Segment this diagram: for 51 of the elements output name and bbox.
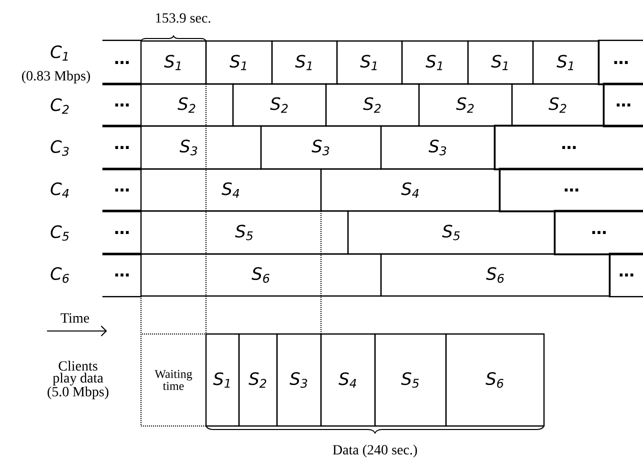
segment-cell: S$_{1}$ xyxy=(467,40,534,85)
segment-cell: S$_{4}$ xyxy=(320,333,376,427)
channel-label: C$_{3}$ xyxy=(50,140,69,156)
channel-label: C$_{5}$ xyxy=(50,225,69,241)
ellipsis-cell: … xyxy=(494,124,643,170)
row-label: Clients play data (5.0 Mbps) xyxy=(48,360,108,400)
ellipsis-cell: … xyxy=(602,82,643,128)
ellipsis-cell: … xyxy=(102,210,142,256)
segment-cell: S$_{1}$ xyxy=(205,40,273,85)
ellipsis-cell: … xyxy=(598,40,643,86)
segment-cell: S$_{1}$ xyxy=(336,40,403,85)
segment-cell: S$_{3}$ xyxy=(276,333,322,427)
ellipsis-cell: … xyxy=(608,252,643,298)
duration-label: 153.9 sec. xyxy=(156,13,210,23)
segment-cell: S$_{2}$ xyxy=(511,83,605,127)
ellipsis-cell: … xyxy=(102,40,142,86)
bandwidth-label: (0.83 Mbps) xyxy=(22,70,90,84)
segment-cell: S$_{2}$ xyxy=(140,83,234,127)
axis-label: Time xyxy=(60,313,90,323)
ellipsis-cell: … xyxy=(554,210,643,256)
segment-cell: S$_{4}$ xyxy=(320,168,501,212)
segment-cell: S$_{5}$ xyxy=(374,333,447,427)
segment-cell: S$_{3}$ xyxy=(140,125,262,170)
segment-cell: S$_{6}$ xyxy=(445,333,545,427)
segment-cell: S$_{3}$ xyxy=(260,125,382,170)
segment-cell: S$_{1}$ xyxy=(532,40,600,85)
segment-cell: S$_{3}$ xyxy=(380,125,496,170)
segment-cell: S$_{6}$ xyxy=(380,253,611,297)
ellipsis-cell: … xyxy=(498,168,643,212)
segment-cell: S$_{1}$ xyxy=(401,40,469,85)
ellipsis-cell: … xyxy=(102,82,142,128)
waiting-time-box: Waiting time xyxy=(140,334,206,426)
segment-cell: S$_{5}$ xyxy=(347,210,556,255)
duration-label: Data (240 sec.) xyxy=(332,444,417,458)
ellipsis-cell: … xyxy=(102,124,142,170)
segment-cell: S$_{1}$ xyxy=(271,40,338,85)
channel-label: C$_{4}$ xyxy=(50,182,69,198)
segment-cell: S$_{1}$ xyxy=(205,333,240,427)
segment-cell: S$_{4}$ xyxy=(140,168,322,212)
channel-label: C$_{1}$ xyxy=(50,45,68,61)
segment-cell: S$_{2}$ xyxy=(325,83,420,127)
ellipsis-cell: … xyxy=(102,252,142,298)
segment-cell: S$_{6}$ xyxy=(140,253,382,297)
channel-label: C$_{6}$ xyxy=(50,267,69,283)
segment-cell: S$_{2}$ xyxy=(238,333,278,427)
segment-cell: S$_{1}$ xyxy=(140,40,207,85)
segment-cell: S$_{5}$ xyxy=(140,210,349,255)
segment-cell: S$_{2}$ xyxy=(418,83,513,127)
segment-cell: S$_{2}$ xyxy=(232,83,327,127)
ellipsis-cell: … xyxy=(102,168,142,212)
channel-label: C$_{2}$ xyxy=(50,98,69,114)
